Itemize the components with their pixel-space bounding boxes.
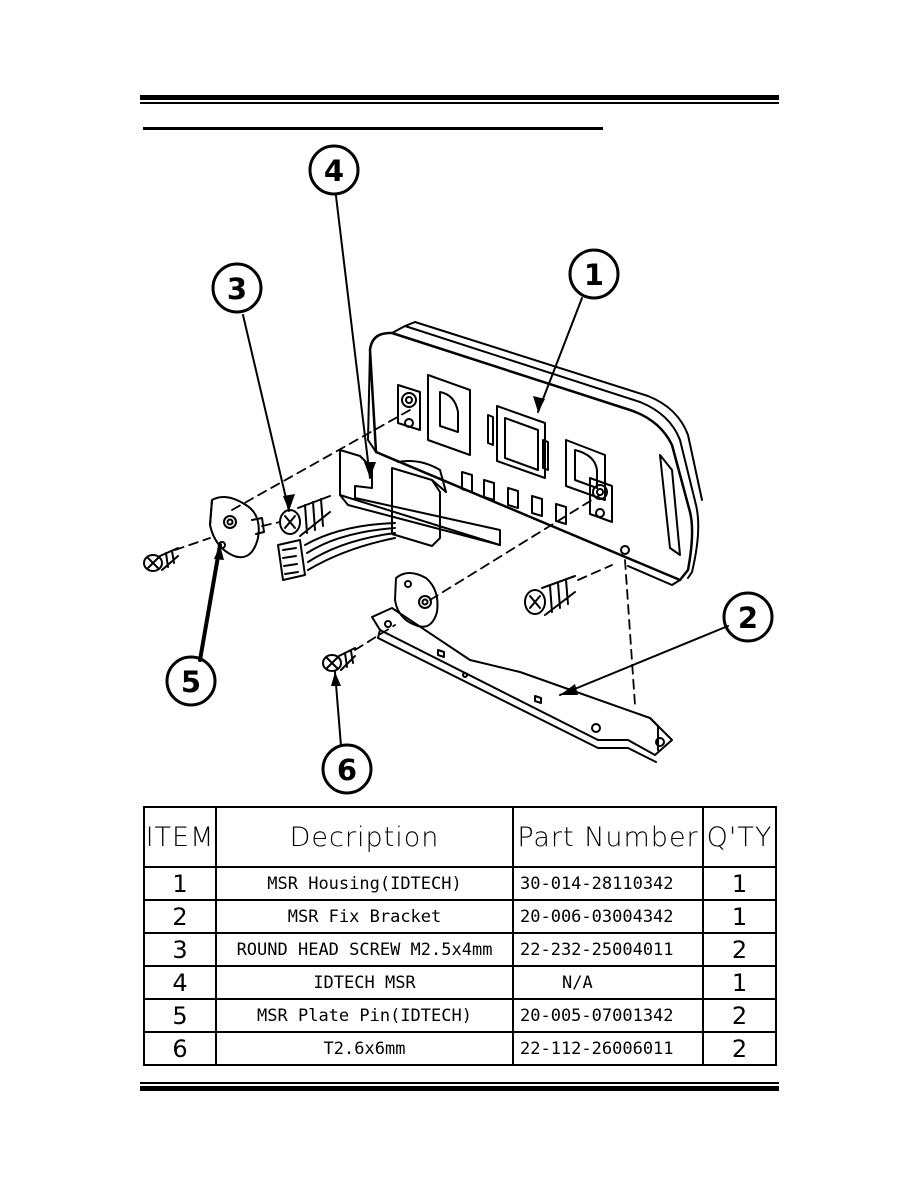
- row-description: T2.6x6mm: [215, 1031, 514, 1066]
- callout-6: 6: [337, 753, 357, 787]
- bill-of-materials-table: ITEM Decription Part Number Q'TY 1 MSR H…: [143, 806, 777, 1066]
- callout-balloon-2: [722, 591, 774, 643]
- row-qty: 1: [702, 866, 777, 901]
- section-title-underline: [143, 127, 603, 130]
- callout-4: 4: [324, 154, 344, 188]
- row-qty: 1: [702, 965, 777, 1000]
- callout-balloon-1: [568, 248, 620, 300]
- row-description: IDTECH MSR: [215, 965, 514, 1000]
- row-part-number: 22-232-25004011: [512, 932, 704, 967]
- row-description: MSR Housing(IDTECH): [215, 866, 514, 901]
- row-description: MSR Plate Pin(IDTECH): [215, 998, 514, 1033]
- callout-balloon-4: [308, 144, 360, 196]
- footer-rule-thick: [140, 1086, 779, 1091]
- callout-balloon-5: [165, 655, 217, 707]
- row-part-number: 20-005-07001342: [512, 998, 704, 1033]
- header-item: ITEM: [143, 806, 217, 868]
- callout-2: 2: [738, 601, 758, 635]
- round-head-screw-drawing: [279, 495, 576, 616]
- table-row: 3 ROUND HEAD SCREW M2.5x4mm 22-232-25004…: [143, 932, 777, 967]
- table-row: 6 T2.6x6mm 22-112-26006011 2: [143, 1031, 777, 1066]
- table-row: 4 IDTECH MSR N/A 1: [143, 965, 777, 1000]
- header-description: Decription: [215, 806, 514, 868]
- footer-rule-thin: [140, 1082, 779, 1084]
- row-description: MSR Fix Bracket: [215, 899, 514, 934]
- row-part-number: 22-112-26006011: [512, 1031, 704, 1066]
- row-item: 2: [143, 899, 217, 934]
- callout-balloon-6: [321, 743, 373, 795]
- row-item: 5: [143, 998, 217, 1033]
- msr-fix-bracket-drawing: [371, 607, 673, 763]
- table-row: 1 MSR Housing(IDTECH) 30-014-28110342 1: [143, 866, 777, 901]
- row-item: 6: [143, 1031, 217, 1066]
- row-part-number: 20-006-03004342: [512, 899, 704, 934]
- row-part-number: 30-014-28110342: [512, 866, 704, 901]
- table-row: 5 MSR Plate Pin(IDTECH) 20-005-07001342 …: [143, 998, 777, 1033]
- row-qty: 1: [702, 899, 777, 934]
- header-rule-thick: [140, 95, 779, 100]
- callout-3: 3: [227, 272, 247, 306]
- row-qty: 2: [702, 932, 777, 967]
- callout-5: 5: [181, 665, 201, 699]
- table-header-row: ITEM Decription Part Number Q'TY: [143, 806, 777, 868]
- row-description: ROUND HEAD SCREW M2.5x4mm: [215, 932, 514, 967]
- row-part-number: N/A: [512, 965, 704, 1000]
- table-row: 2 MSR Fix Bracket 20-006-03004342 1: [143, 899, 777, 934]
- header-part-number: Part Number: [512, 806, 704, 868]
- row-item: 4: [143, 965, 217, 1000]
- row-item: 1: [143, 866, 217, 901]
- row-qty: 2: [702, 1031, 777, 1066]
- exploded-assembly-diagram: 1 2 3 4 5 6: [143, 144, 774, 795]
- header-rule-thin: [140, 102, 779, 104]
- msr-housing-drawing: [367, 321, 703, 586]
- callout-1: 1: [584, 258, 604, 292]
- t26-screw-drawing: [143, 547, 356, 672]
- row-item: 3: [143, 932, 217, 967]
- header-qty: Q'TY: [702, 806, 777, 868]
- row-qty: 2: [702, 998, 777, 1033]
- callout-balloon-3: [211, 262, 263, 314]
